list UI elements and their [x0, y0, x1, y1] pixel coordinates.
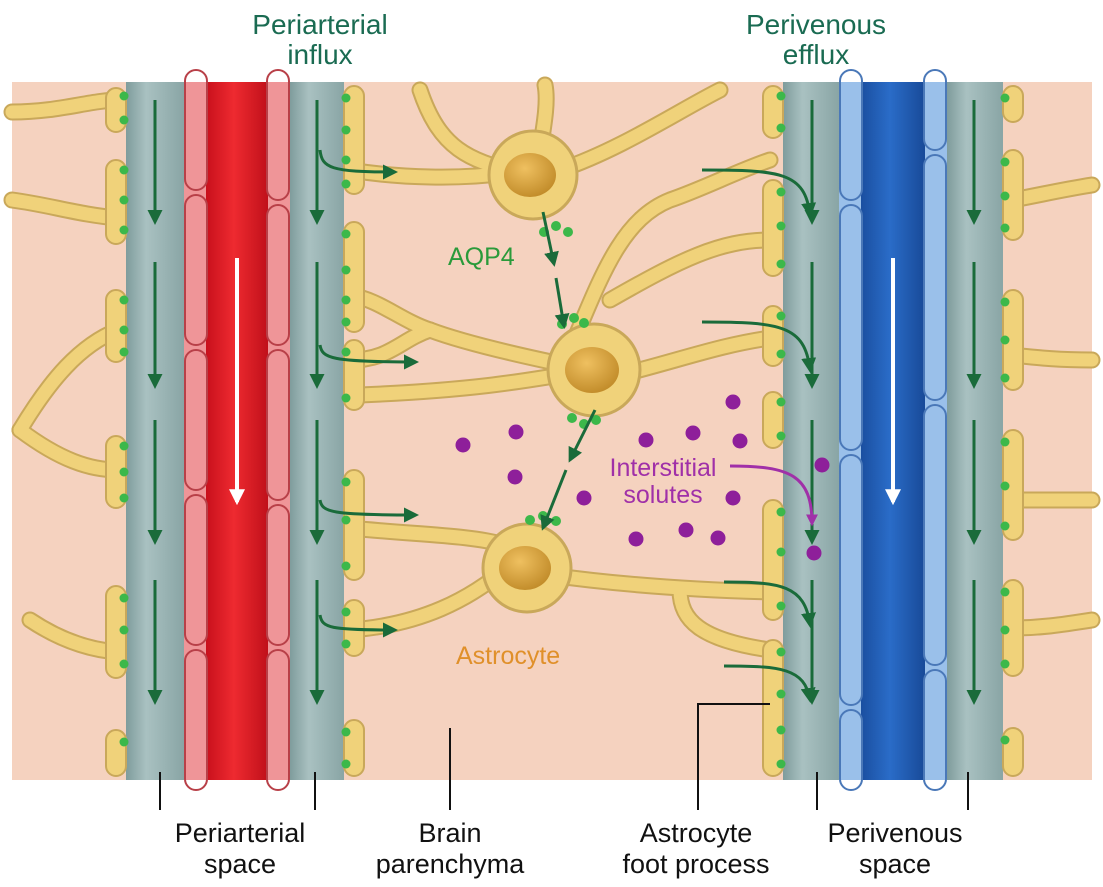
astrocyte-nucleus-1 — [504, 153, 556, 197]
label-brain-parenchyma-line1: Brain — [350, 818, 550, 849]
label-perivenous-efflux: Perivenous efflux — [716, 10, 916, 70]
label-perivenous-space-line2: space — [795, 849, 995, 880]
label-astrocyte-foot-process-line2: foot process — [596, 849, 796, 880]
label-perivenous-space-line1: Perivenous — [795, 818, 995, 849]
label-perivenous-efflux-line2: efflux — [716, 40, 916, 70]
label-periarterial-space-line2: space — [140, 849, 340, 880]
label-periarterial-space: Periarterial space — [140, 818, 340, 880]
label-interstitial-solutes-line2: solutes — [588, 482, 738, 509]
label-aqp4: AQP4 — [448, 244, 515, 271]
label-perivenous-efflux-line1: Perivenous — [716, 10, 916, 40]
label-brain-parenchyma-line2: parenchyma — [350, 849, 550, 880]
label-periarterial-influx-line2: influx — [220, 40, 420, 70]
label-astrocyte-foot-process-line1: Astrocyte — [596, 818, 796, 849]
label-periarterial-influx: Periarterial influx — [220, 10, 420, 70]
label-interstitial-solutes: Interstitial solutes — [588, 455, 738, 509]
label-interstitial-solutes-line1: Interstitial — [588, 455, 738, 482]
label-perivenous-space: Perivenous space — [795, 818, 995, 880]
label-periarterial-space-line1: Periarterial — [140, 818, 340, 849]
label-astrocyte-foot-process: Astrocyte foot process — [596, 818, 796, 880]
astrocyte-nucleus-2 — [565, 347, 619, 393]
label-periarterial-influx-line1: Periarterial — [220, 10, 420, 40]
label-brain-parenchyma: Brain parenchyma — [350, 818, 550, 880]
astrocyte-nucleus-3 — [499, 546, 551, 590]
label-astrocyte: Astrocyte — [456, 643, 560, 670]
